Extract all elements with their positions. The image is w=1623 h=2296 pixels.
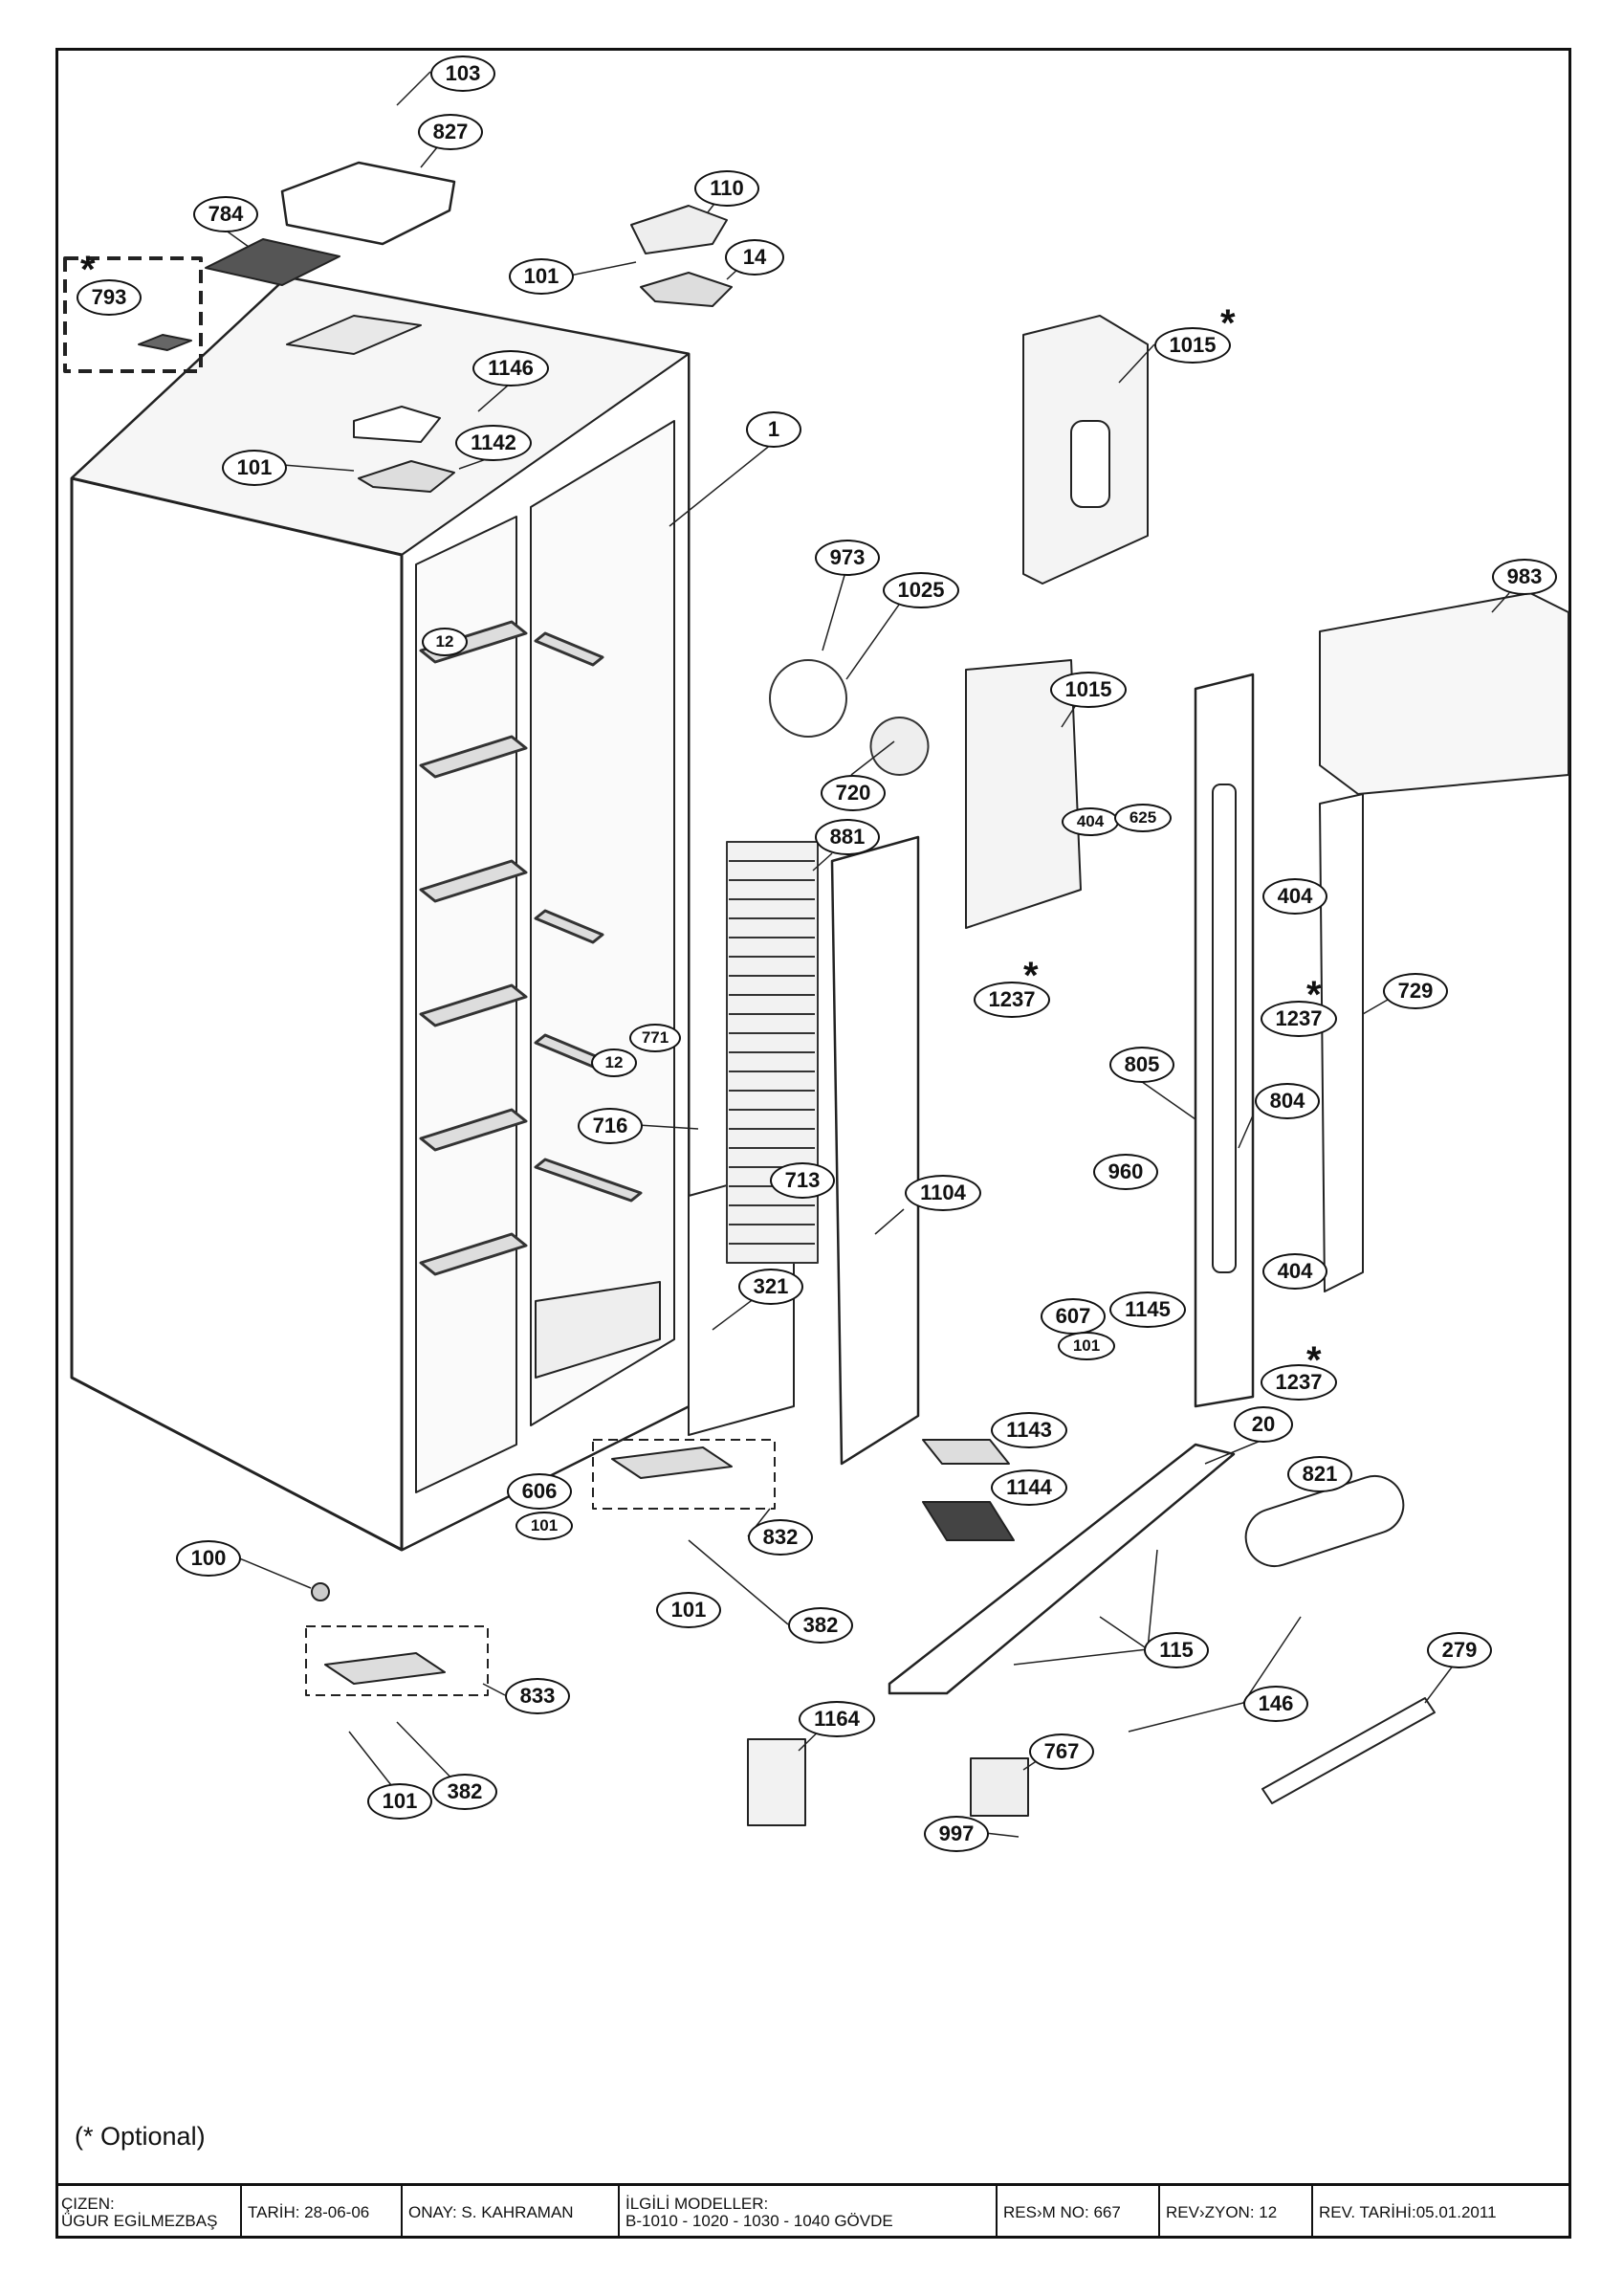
revision-text: REV›ZYON: 12 (1166, 2202, 1278, 2221)
bottom-parts (305, 1439, 1436, 1826)
part-callout-101: 101 (367, 1783, 432, 1820)
drawn-by-cell: ÇIZEN: ÜGUR EGİLMEZBAŞ (55, 2186, 242, 2239)
optional-star-icon: * (1023, 955, 1039, 997)
part-callout-805: 805 (1109, 1047, 1174, 1083)
drawn-by-name: ÜGUR EGİLMEZBAŞ (61, 2211, 218, 2230)
part-callout-1104: 1104 (905, 1175, 981, 1211)
part-callout-103: 103 (430, 55, 495, 92)
part-callout-821: 821 (1287, 1456, 1352, 1492)
revision-date-cell: REV. TARİHİ:05.01.2011 (1313, 2186, 1571, 2239)
drawing-number-text: RES›M NO: 667 (1003, 2202, 1121, 2221)
models-text: B-1010 - 1020 - 1030 - 1040 GÖVDE (625, 2211, 893, 2230)
part-callout-382: 382 (432, 1774, 497, 1810)
date-cell: TARİH: 28-06-06 (242, 2186, 403, 2239)
part-callout-973: 973 (815, 540, 880, 576)
part-callout-1237: 1237 (974, 982, 1050, 1018)
models-cell: İLGİLİ MODELLER: B-1010 - 1020 - 1030 - … (620, 2186, 998, 2239)
part-callout-720: 720 (821, 775, 886, 811)
approval-text: ONAY: S. KAHRAMAN (408, 2202, 574, 2221)
part-callout-115: 115 (1144, 1632, 1209, 1668)
part-callout-729: 729 (1383, 973, 1448, 1009)
part-callout-804: 804 (1255, 1083, 1320, 1119)
drawn-by-label: ÇIZEN: (61, 2194, 115, 2213)
part-callout-101: 101 (515, 1512, 573, 1540)
part-callout-767: 767 (1029, 1733, 1094, 1770)
part-callout-404: 404 (1262, 878, 1327, 915)
cabinet-body (70, 276, 691, 1552)
part-callout-960: 960 (1093, 1154, 1158, 1190)
part-callout-1015: 1015 (1050, 672, 1127, 708)
date-text: TARİH: 28-06-06 (248, 2202, 370, 2221)
part-callout-997: 997 (924, 1816, 989, 1852)
part-callout-321: 321 (738, 1269, 803, 1305)
part-callout-110: 110 (694, 170, 759, 207)
part-callout-100: 100 (176, 1540, 241, 1577)
part-callout-881: 881 (815, 819, 880, 855)
part-callout-606: 606 (507, 1473, 572, 1510)
panels (688, 315, 1569, 1466)
part-callout-1: 1 (746, 411, 801, 448)
part-callout-1025: 1025 (883, 572, 959, 608)
part-callout-1142: 1142 (455, 425, 532, 461)
optional-star-icon: * (1306, 974, 1322, 1016)
top-parts (63, 161, 733, 493)
optional-star-icon: * (1306, 1339, 1322, 1381)
drawing-border (55, 48, 1571, 2239)
optional-note: (* Optional) (75, 2122, 206, 2151)
evaporator-coil (726, 659, 930, 1264)
part-callout-827: 827 (418, 114, 483, 150)
models-label: İLGİLİ MODELLER: (625, 2194, 769, 2213)
approval-cell: ONAY: S. KAHRAMAN (403, 2186, 620, 2239)
part-callout-716: 716 (578, 1108, 643, 1144)
drawing-number-cell: RES›M NO: 667 (998, 2186, 1160, 2239)
part-callout-833: 833 (505, 1678, 570, 1714)
part-callout-1164: 1164 (799, 1701, 875, 1737)
part-callout-14: 14 (725, 239, 784, 276)
part-callout-713: 713 (770, 1162, 835, 1199)
part-callout-771: 771 (629, 1024, 681, 1052)
part-callout-1143: 1143 (991, 1412, 1067, 1448)
part-callout-607: 607 (1041, 1298, 1106, 1335)
part-callout-1144: 1144 (991, 1469, 1067, 1506)
part-callout-625: 625 (1114, 804, 1172, 832)
part-callout-101: 101 (509, 258, 574, 295)
revision-date-text: REV. TARİHİ:05.01.2011 (1319, 2202, 1497, 2221)
part-callout-12: 12 (422, 628, 468, 656)
part-callout-404: 404 (1062, 807, 1119, 836)
part-callout-279: 279 (1427, 1632, 1492, 1668)
part-callout-1237: 1237 (1261, 1001, 1337, 1037)
part-callout-1015: 1015 (1154, 327, 1231, 364)
part-callout-20: 20 (1234, 1406, 1293, 1443)
part-callout-101: 101 (1058, 1332, 1115, 1360)
optional-star-icon: * (80, 249, 96, 291)
part-callout-983: 983 (1492, 559, 1557, 595)
optional-star-icon: * (1220, 302, 1236, 344)
part-callout-101: 101 (222, 450, 287, 486)
part-callout-12: 12 (591, 1049, 637, 1077)
part-callout-146: 146 (1243, 1686, 1308, 1722)
part-callout-1237: 1237 (1261, 1364, 1337, 1401)
part-callout-784: 784 (193, 196, 258, 232)
part-callout-832: 832 (748, 1519, 813, 1556)
part-callout-1146: 1146 (472, 350, 549, 386)
part-callout-382: 382 (788, 1607, 853, 1644)
part-callout-1145: 1145 (1109, 1292, 1186, 1328)
part-callout-101: 101 (656, 1592, 721, 1628)
part-callout-404: 404 (1262, 1253, 1327, 1290)
title-block: ÇIZEN: ÜGUR EGİLMEZBAŞ TARİH: 28-06-06 O… (55, 2183, 1571, 2239)
part-callout-793: 793 (77, 279, 142, 316)
revision-cell: REV›ZYON: 12 (1160, 2186, 1313, 2239)
